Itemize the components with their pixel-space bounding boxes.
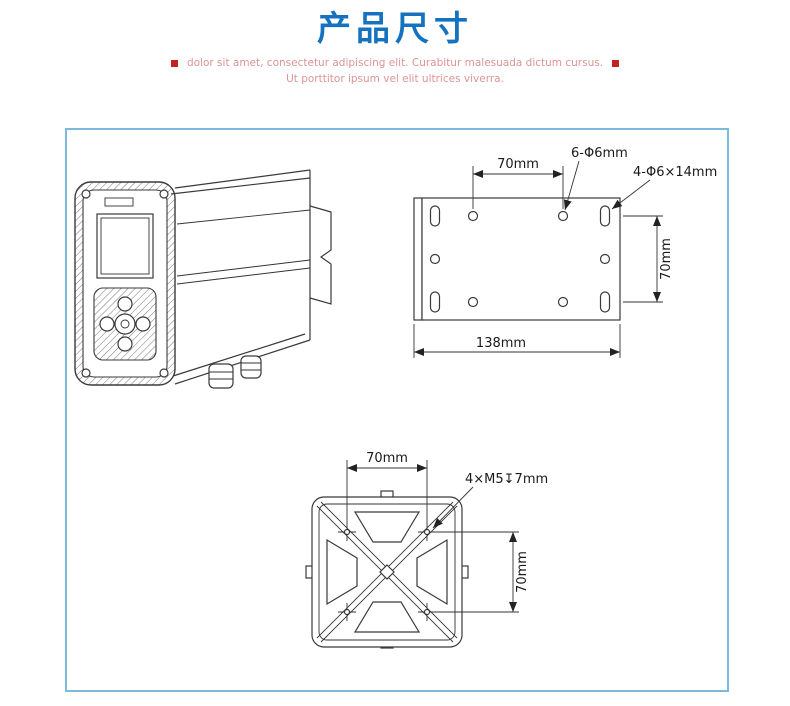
slot-hole xyxy=(599,205,611,227)
plate-slot-holes-label: 4-Φ6×14mm xyxy=(633,165,717,180)
dimensions-panel: 70mm 6-Φ6mm 4-Φ6×14mm 70mm 138mm xyxy=(65,128,729,692)
keypad-center-button xyxy=(114,313,136,335)
bracket-screw xyxy=(338,523,356,541)
panel-screw xyxy=(159,368,169,378)
plate-round-holes-label: 6-Φ6mm xyxy=(571,146,628,161)
mounting-plate-drawing: 70mm 6-Φ6mm 4-Φ6×14mm 70mm 138mm xyxy=(413,146,717,358)
device-keypad xyxy=(93,287,157,361)
panel-screw xyxy=(159,189,169,199)
keypad-down-button xyxy=(117,336,133,352)
keypad-left-button xyxy=(99,316,115,332)
page-header: 产品尺寸 dolor sit amet, consectetur adipisc… xyxy=(0,0,790,86)
bracket-dim-right: 70mm xyxy=(515,551,530,593)
subtitle-row: dolor sit amet, consectetur adipiscing e… xyxy=(0,56,790,71)
plate-dim-right: 70mm xyxy=(659,238,674,280)
bracket-pocket xyxy=(353,511,421,543)
keypad-right-button xyxy=(135,316,151,332)
bracket-pocket xyxy=(416,538,448,606)
round-hole xyxy=(429,253,441,265)
round-hole xyxy=(557,296,569,308)
cable-glands xyxy=(208,355,262,389)
bracket-screw xyxy=(338,603,356,621)
bracket-screws-label: 4×M5↧7mm xyxy=(465,472,548,487)
bracket-pocket xyxy=(353,601,421,633)
red-square-left xyxy=(170,59,178,67)
slot-hole xyxy=(599,291,611,313)
panel-screw xyxy=(81,189,91,199)
slot-hole xyxy=(429,205,441,227)
plate-left-flange xyxy=(413,197,423,321)
plate-dim-bottom: 138mm xyxy=(476,336,526,351)
subtitle-line1: dolor sit amet, consectetur adipiscing e… xyxy=(186,57,604,70)
slot-hole xyxy=(429,291,441,313)
bracket-center-boss xyxy=(379,564,395,580)
panel-screw xyxy=(81,368,91,378)
device-display xyxy=(96,213,154,279)
red-square-right xyxy=(612,59,620,67)
plate-dim-top: 70mm xyxy=(497,157,539,172)
plate-outline xyxy=(421,197,621,321)
device-isometric-drawing xyxy=(74,169,332,389)
page-title: 产品尺寸 xyxy=(317,9,473,49)
round-hole xyxy=(599,253,611,265)
device-body-top-edge xyxy=(174,169,311,189)
bracket-screw xyxy=(418,603,436,621)
round-hole xyxy=(467,210,479,222)
bracket-pocket xyxy=(326,538,358,606)
technical-drawing: 70mm 6-Φ6mm 4-Φ6×14mm 70mm 138mm xyxy=(74,146,717,649)
round-hole xyxy=(557,210,569,222)
rear-mount-hook xyxy=(309,205,332,305)
bracket-drawing: 70mm 4×M5↧7mm 70mm xyxy=(305,451,548,649)
device-label-strip xyxy=(104,197,134,207)
bracket-dim-top: 70mm xyxy=(366,451,408,466)
round-hole xyxy=(467,296,479,308)
keypad-up-button xyxy=(117,296,133,312)
subtitle-line2: Ut porttitor ipsum vel elit ultrices viv… xyxy=(286,72,504,85)
bracket-screw xyxy=(418,523,436,541)
